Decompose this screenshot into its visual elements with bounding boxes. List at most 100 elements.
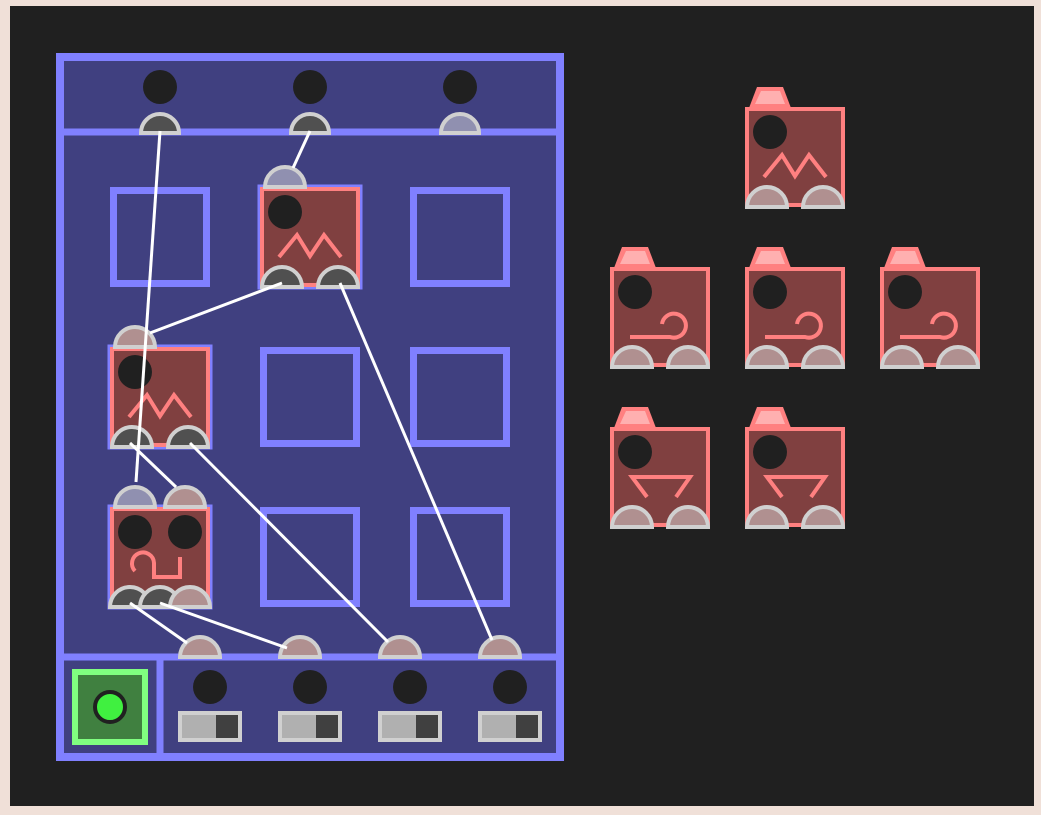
mountain-glyph-icon [762,151,828,180]
component-light-icon [753,115,787,149]
component-output-port[interactable] [744,505,790,529]
board-input[interactable] [288,70,332,135]
run-button[interactable] [72,669,148,745]
output-port[interactable] [177,635,223,659]
cup-glyph-icon [628,475,694,499]
wire[interactable] [159,601,288,650]
toggle-track [182,715,216,738]
component-light-icon [753,435,787,469]
board-output[interactable] [177,635,242,742]
input-light-icon [443,70,477,104]
component-output-port[interactable] [609,345,655,369]
component-input-port[interactable] [262,165,308,189]
component-light-icon [118,355,152,389]
output-toggle[interactable] [478,711,542,742]
toggle-knob[interactable] [316,715,338,738]
palette-component-mountain[interactable] [744,87,846,209]
component-light-icon [618,435,652,469]
output-toggle[interactable] [378,711,442,742]
palette-component-curl[interactable] [879,247,981,369]
input-port[interactable] [138,112,182,135]
slot-outline [257,184,363,290]
toggle-track [482,715,516,738]
output-port[interactable] [477,635,523,659]
output-toggle[interactable] [278,711,342,742]
toggle-knob[interactable] [516,715,538,738]
component-output-port[interactable] [609,505,655,529]
curl-glyph-icon [765,311,823,340]
component-output-port[interactable] [935,345,981,369]
palette-component-cup[interactable] [609,407,711,529]
input-light-icon [293,70,327,104]
wire[interactable] [129,601,188,645]
circuit-board [56,53,564,761]
mountain-glyph-icon [277,231,343,260]
component-output-port[interactable] [259,265,305,289]
board-input[interactable] [138,70,182,135]
empty-slot[interactable] [410,187,510,287]
output-toggle[interactable] [178,711,242,742]
run-led-icon [93,690,127,724]
cup-glyph-icon [763,475,829,499]
placed-component-mountain[interactable] [257,165,363,290]
component-input-port[interactable] [112,485,158,509]
wire[interactable] [134,130,162,483]
component-output-port[interactable] [665,345,711,369]
output-light-icon [193,670,227,704]
curl-glyph-icon [900,311,958,340]
curl-bracket-glyph-icon [130,550,182,579]
drag-tab-highlight [890,251,920,264]
board-output[interactable] [477,635,542,742]
placed-component-curl-bracket[interactable] [107,485,213,610]
toggle-track [282,715,316,738]
wire[interactable] [188,441,390,644]
component-output-port[interactable] [744,345,790,369]
curl-glyph-icon [630,311,688,340]
wire[interactable] [128,441,178,489]
output-port[interactable] [377,635,423,659]
drag-tab-highlight [620,411,650,424]
empty-slot[interactable] [260,507,360,607]
output-light-icon [293,670,327,704]
wire[interactable] [149,281,283,335]
board-input[interactable] [438,70,482,135]
empty-slot[interactable] [110,187,210,287]
board-output[interactable] [377,635,442,742]
component-light-icon [168,515,202,549]
component-output-port[interactable] [800,185,846,209]
output-port[interactable] [277,635,323,659]
component-output-port[interactable] [800,345,846,369]
component-light-icon [753,275,787,309]
wire[interactable] [291,130,312,169]
palette-component-curl[interactable] [744,247,846,369]
component-output-port[interactable] [744,185,790,209]
output-light-icon [393,670,427,704]
placed-component-mountain[interactable] [107,325,213,450]
drag-tab-highlight [755,411,785,424]
component-light-icon [618,275,652,309]
component-output-port[interactable] [165,425,211,449]
component-light-icon [888,275,922,309]
component-light-icon [118,515,152,549]
wire[interactable] [338,282,494,641]
palette-component-curl[interactable] [609,247,711,369]
toggle-knob[interactable] [416,715,438,738]
toggle-knob[interactable] [216,715,238,738]
component-output-port[interactable] [665,505,711,529]
component-output-port[interactable] [167,585,213,609]
input-port[interactable] [288,112,332,135]
drag-tab-highlight [755,91,785,104]
output-light-icon [493,670,527,704]
component-output-port[interactable] [800,505,846,529]
component-output-port[interactable] [315,265,361,289]
empty-slot[interactable] [410,347,510,447]
palette-component-cup[interactable] [744,407,846,529]
component-output-port[interactable] [879,345,925,369]
component-input-port[interactable] [162,485,208,509]
empty-slot[interactable] [410,507,510,607]
empty-slot[interactable] [260,347,360,447]
input-port[interactable] [438,112,482,135]
component-output-port[interactable] [109,425,155,449]
board-output[interactable] [277,635,342,742]
